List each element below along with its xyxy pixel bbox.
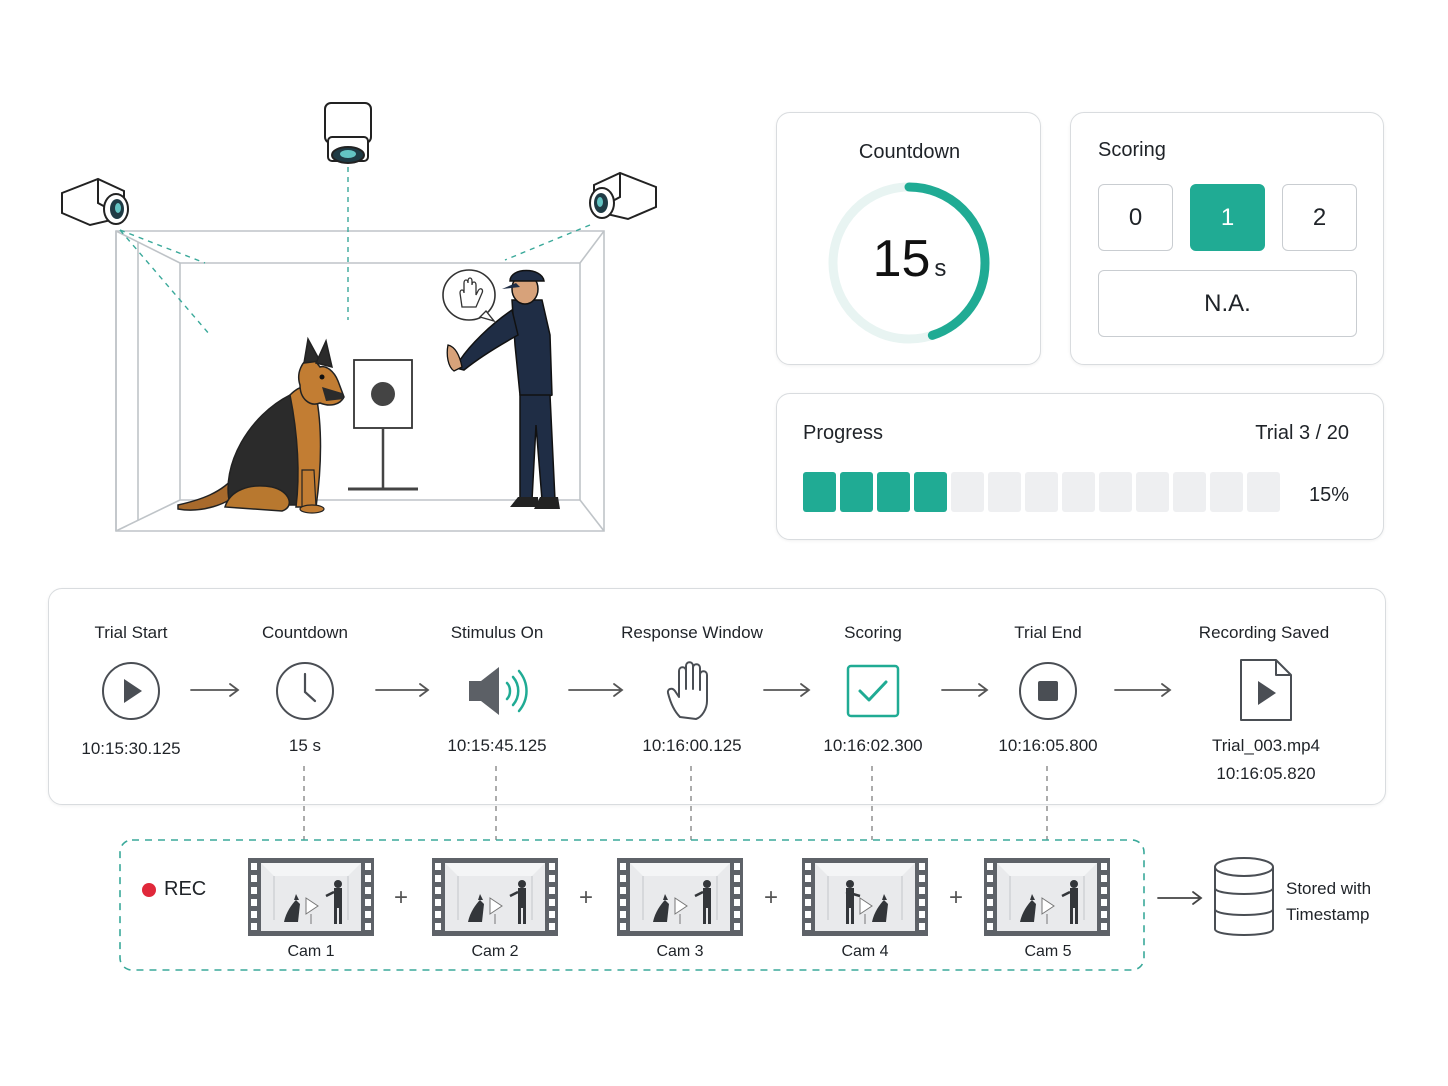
progress-segment — [1025, 472, 1058, 512]
camera-top-icon — [324, 102, 372, 164]
progress-segment — [1210, 472, 1243, 512]
progress-segment — [951, 472, 984, 512]
step-time-trial-end: 10:16:05.800 — [998, 736, 1098, 755]
camera-thumbnail-1[interactable] — [248, 858, 374, 936]
camera-sightlines — [119, 167, 591, 336]
camera-label-1: Cam 1 — [287, 943, 335, 960]
camera-label-3: Cam 3 — [656, 943, 704, 960]
progress-segment — [914, 472, 947, 512]
camera-left-icon — [61, 177, 129, 227]
step-label-scoring: Scoring — [844, 623, 902, 642]
step-label-stimulus-on: Stimulus On — [450, 623, 544, 642]
recording-filename: Trial_003.mp4 — [1211, 736, 1321, 755]
camera-right-icon — [589, 171, 657, 221]
scoring-card: Scoring 0 1 2 N.A. — [1070, 112, 1384, 365]
camera-label-5: Cam 5 — [1024, 943, 1072, 960]
score-button-0[interactable]: 0 — [1098, 184, 1173, 251]
speaker-icon — [469, 667, 528, 715]
countdown-title: Countdown — [858, 141, 961, 163]
step-label-recording-saved: Recording Saved — [1198, 623, 1330, 642]
score-button-na[interactable]: N.A. — [1098, 270, 1357, 337]
progress-segment — [840, 472, 873, 512]
progress-segment — [803, 472, 836, 512]
video-file-icon — [1240, 659, 1292, 721]
progress-segment — [877, 472, 910, 512]
camera-thumbnail-4[interactable] — [802, 858, 928, 936]
camera-thumbnail-3[interactable] — [617, 858, 743, 936]
camera-label-2: Cam 2 — [471, 943, 519, 960]
progress-title: Progress — [803, 422, 884, 444]
plus-sign: + — [393, 884, 409, 911]
step-label-trial-start: Trial Start — [94, 623, 168, 642]
timeline-arrows — [190, 683, 1172, 697]
rec-indicator: REC — [142, 878, 206, 901]
step-time-trial-start: 10:15:30.125 — [81, 739, 181, 758]
countdown-value: 15 — [872, 230, 931, 288]
hand-icon — [666, 661, 708, 720]
storage-text: Stored with Timestamp — [1286, 876, 1371, 928]
camera-thumbnail-2[interactable] — [432, 858, 558, 936]
plus-sign: + — [763, 884, 779, 911]
progress-segment — [988, 472, 1021, 512]
score-button-1[interactable]: 1 — [1190, 184, 1265, 251]
progress-trial-count: Trial 3 / 20 — [1255, 422, 1349, 444]
checkbox-icon — [846, 664, 900, 718]
plus-sign: + — [578, 884, 594, 911]
countdown-arc — [828, 182, 990, 344]
countdown-unit: s — [934, 255, 947, 282]
camera-label-4: Cam 4 — [841, 943, 889, 960]
arena-illustration — [61, 102, 657, 532]
arena-room — [115, 230, 605, 532]
database-icon — [1214, 857, 1274, 936]
storage-line-1: Stored with — [1286, 879, 1372, 898]
progress-segment — [1173, 472, 1206, 512]
step-time-countdown: 15 s — [288, 736, 322, 755]
step-label-response-window: Response Window — [621, 623, 763, 642]
step-label-countdown: Countdown — [261, 623, 349, 642]
progress-card: Progress Trial 3 / 20 15% — [776, 393, 1384, 540]
progress-segment — [1099, 472, 1132, 512]
handler-illustration — [446, 269, 560, 509]
step-time-scoring: 10:16:02.300 — [823, 736, 923, 755]
dog-illustration — [177, 336, 345, 514]
rec-dot-icon — [142, 882, 156, 897]
hand-signal-bubble-icon — [442, 269, 496, 323]
step-time-response-window: 10:16:00.125 — [642, 736, 742, 755]
step-label-trial-end: Trial End — [1014, 623, 1082, 642]
storage-arrow — [1157, 891, 1203, 905]
recording-saved-time: 10:16:05.820 — [1216, 764, 1316, 783]
score-button-2[interactable]: 2 — [1282, 184, 1357, 251]
progress-segment — [1136, 472, 1169, 512]
stop-circle-icon — [1019, 662, 1077, 720]
progress-segment — [1247, 472, 1280, 512]
scoring-title: Scoring — [1098, 139, 1166, 161]
camera-thumbnail-5[interactable] — [984, 858, 1110, 936]
countdown-ring — [828, 182, 990, 344]
stimulus-target-icon — [348, 359, 418, 491]
clock-icon — [276, 662, 334, 720]
sync-connectors — [303, 766, 1048, 840]
storage-line-2: Timestamp — [1286, 905, 1370, 924]
plus-sign: + — [948, 884, 964, 911]
recording-frame — [119, 839, 1145, 971]
progress-percent: 15% — [1308, 484, 1349, 506]
progress-segment — [1062, 472, 1095, 512]
play-circle-icon — [102, 662, 160, 720]
step-time-stimulus-on: 10:15:45.125 — [447, 736, 547, 755]
rec-label: REC — [164, 878, 207, 900]
timeline-card: Trial Start Countdown Stimulus On Respon… — [48, 588, 1386, 805]
